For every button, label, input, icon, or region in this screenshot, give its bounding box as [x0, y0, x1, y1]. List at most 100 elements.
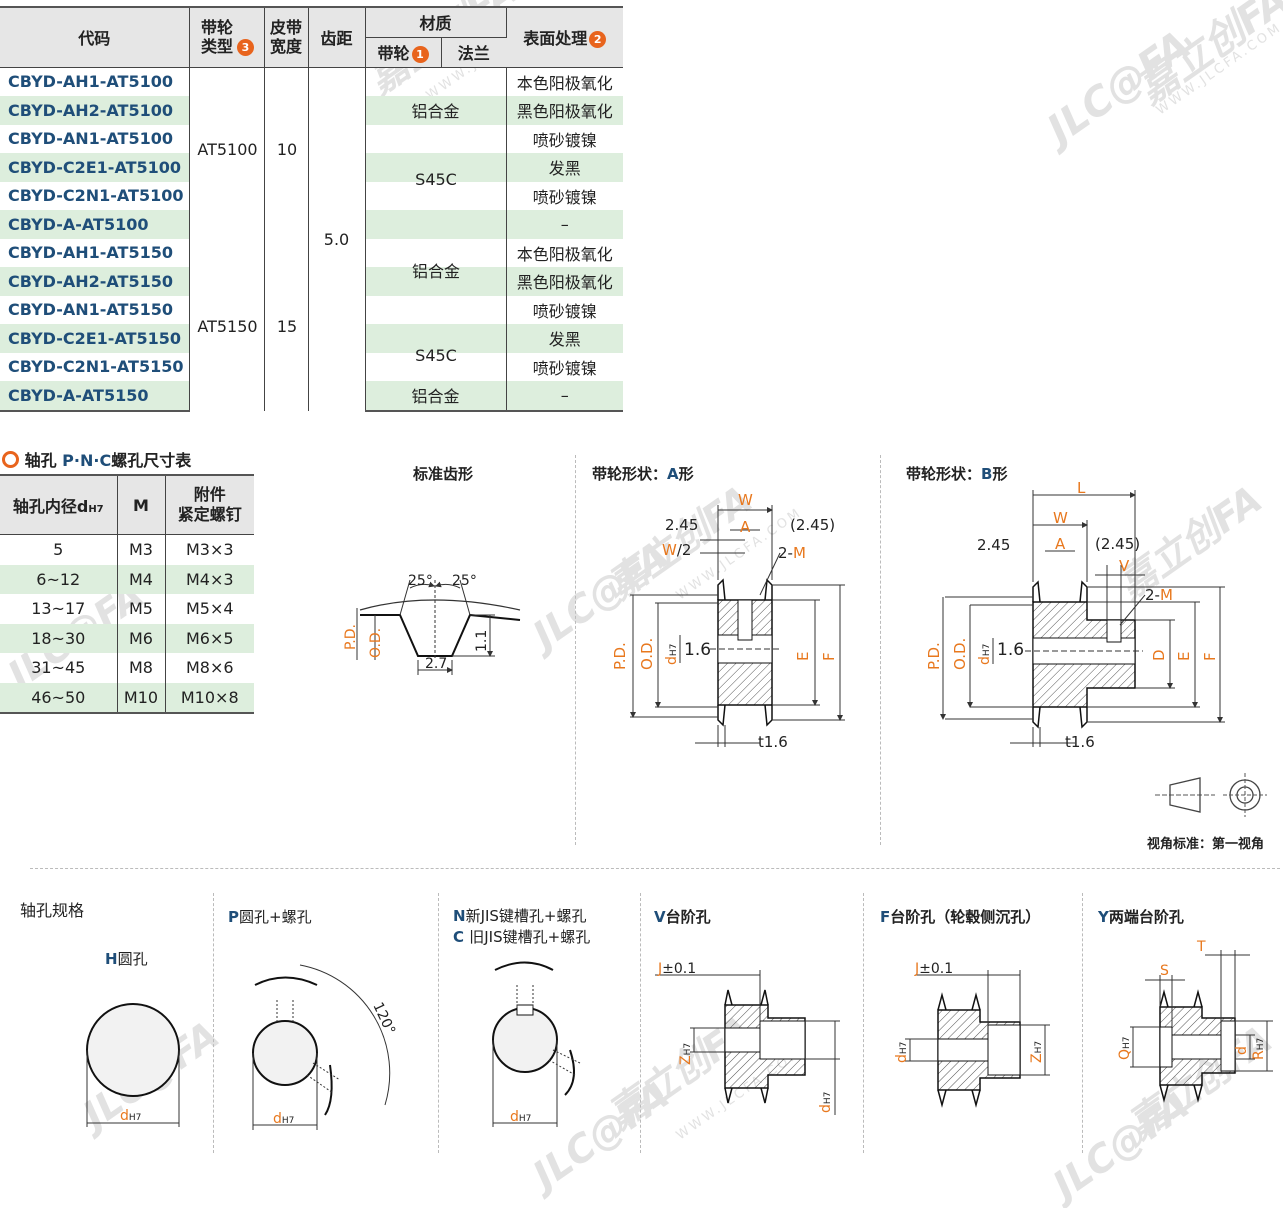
dim-label: dH7 [510, 1109, 531, 1125]
dim-label: 1.6 [997, 640, 1024, 660]
shape-b-title: 带轮形状：B形 [906, 465, 1008, 483]
surface-cell: 喷砂镀镍 [532, 187, 597, 207]
dim-label: dH7 [664, 644, 680, 665]
part-code[interactable]: CBYD-AN1-AT5100 [0, 124, 190, 153]
dim-label: 2.45 [977, 536, 1010, 554]
material-cell [365, 352, 507, 381]
material-cell [365, 124, 507, 153]
part-code[interactable]: CBYD-C2N1-AT5150 [0, 352, 190, 381]
dim-label: dH7 [120, 1108, 141, 1124]
svg-text:嘉立创FA: 嘉立创FA [1129, 0, 1283, 113]
surface-cell: 黑色阳极氧化 [506, 267, 623, 296]
part-code[interactable]: CBYD-C2E1-AT5100 [0, 153, 190, 182]
dim-label: E [794, 652, 812, 661]
screw-cell: M4×3 [165, 564, 254, 594]
tooth-profile-title: 标准齿形 [413, 465, 474, 483]
dim-label: F [820, 652, 838, 661]
dim-label: dH7 [818, 1092, 834, 1113]
material-value: S45C [415, 170, 457, 189]
pulley-type-cell [189, 238, 265, 411]
circle-bullet-icon [2, 451, 19, 468]
angle-label: 25° [408, 573, 433, 589]
dim-label: (2.45) [790, 516, 835, 534]
part-code[interactable]: CBYD-A-AT5100 [0, 210, 190, 239]
shape-a-drawing: 2.45 W A (2.45) W/2 2-M 1.6 P.D. O.D. dH… [611, 491, 845, 751]
part-code[interactable]: CBYD-AH1-AT5150 [0, 238, 190, 267]
note-badge: 3 [237, 39, 254, 57]
f-stepped-bore-drawing: J±0.1 dH7 ZH7 [894, 961, 1050, 1108]
table-row: CBYD-C2E1-AT5100 发黑 [0, 153, 623, 182]
y-double-stepped-bore-drawing: S T QH7 d RH7 [1117, 939, 1273, 1103]
m-cell: M6 [117, 623, 166, 653]
material-value: 铝合金 [411, 262, 460, 281]
header-m: M [117, 474, 166, 535]
m-cell: M10 [117, 682, 166, 714]
material-cell [365, 267, 507, 296]
dim-label: O.D. [638, 638, 656, 670]
divider [575, 455, 576, 845]
bore-cell: 18~30 [0, 623, 118, 653]
part-code[interactable]: CBYD-A-AT5150 [0, 381, 190, 412]
dim-label: QH7 [1117, 1036, 1133, 1060]
header-material: 材质 [365, 6, 507, 38]
dim-label: RH7 [1251, 1038, 1267, 1060]
m-cell: M3 [117, 534, 166, 565]
dim-label: F [1201, 652, 1219, 661]
material-value: S45C [415, 346, 457, 365]
pd-label: P.D. [343, 624, 359, 650]
divider [863, 893, 864, 1153]
dim-label: P.D. [925, 642, 943, 670]
nc-type-title: N新JIS键槽孔+螺孔 C 旧JIS键槽孔+螺孔 [453, 907, 591, 946]
dim-label: A [740, 518, 751, 536]
divider [438, 893, 439, 1153]
dim-label: A [1055, 535, 1066, 553]
material-cell: 铝合金 [365, 381, 507, 412]
part-code[interactable]: CBYD-AH2-AT5150 [0, 267, 190, 296]
pulley-type-cell [189, 67, 265, 239]
material-cell [365, 181, 507, 210]
belt-width-value: 10 [276, 140, 298, 159]
header-material-flange: 法兰 [441, 37, 506, 68]
angle-label: 25° [452, 573, 477, 589]
part-code[interactable]: CBYD-AH1-AT5100 [0, 67, 190, 96]
belt-width-cell [264, 238, 309, 411]
h-type-title: H圆孔 [105, 950, 148, 968]
dim-label: J±0.1 [657, 961, 696, 977]
surface-cell: 发黑 [506, 153, 623, 182]
material-cell [365, 153, 507, 182]
part-code[interactable]: CBYD-C2N1-AT5100 [0, 181, 190, 210]
note-badge: 2 [589, 31, 607, 49]
part-code[interactable]: CBYD-AH2-AT5100 [0, 96, 190, 125]
bore-cell: 13~17 [0, 594, 118, 624]
dim-label: O.D. [951, 638, 969, 670]
surface-cell: – [506, 381, 623, 412]
h-round-bore-drawing: dH7 [86, 1003, 180, 1127]
table-row: CBYD-AH2-AT5150 黑色阳极氧化 [0, 267, 623, 296]
dim-label: 2-M [1145, 586, 1173, 604]
p-type-title: P圆孔+螺孔 [228, 908, 312, 926]
header-screw: 附件紧定螺钉 [165, 474, 254, 535]
table-row: CBYD-A-AT5150 铝合金 – [0, 381, 623, 412]
tooth-profile-drawing: 25° 25° 2.7 1.1 P.D. O.D. [343, 573, 521, 675]
nc-keyway-bore-drawing: dH7 [492, 961, 581, 1127]
od-label: O.D. [368, 628, 384, 658]
note-badge: 1 [411, 46, 429, 63]
part-code[interactable]: CBYD-C2E1-AT5150 [0, 324, 190, 353]
part-code[interactable]: CBYD-AN1-AT5150 [0, 295, 190, 324]
surface-cell: 本色阳极氧化 [516, 73, 613, 93]
table-row: CBYD-AH1-AT5150 本色阳极氧化 [0, 238, 623, 411]
material-cell [365, 295, 507, 324]
dim-label: t1.6 [758, 733, 788, 751]
surface-cell: 喷砂镀镍 [532, 301, 597, 321]
m-cell: M5 [117, 594, 166, 624]
view-standard-label: 视角标准：第一视角 [1147, 837, 1265, 852]
surface-cell: – [506, 210, 623, 239]
table-row: CBYD-AH1-AT5100 5.0 本色阳极氧化 [0, 67, 623, 411]
